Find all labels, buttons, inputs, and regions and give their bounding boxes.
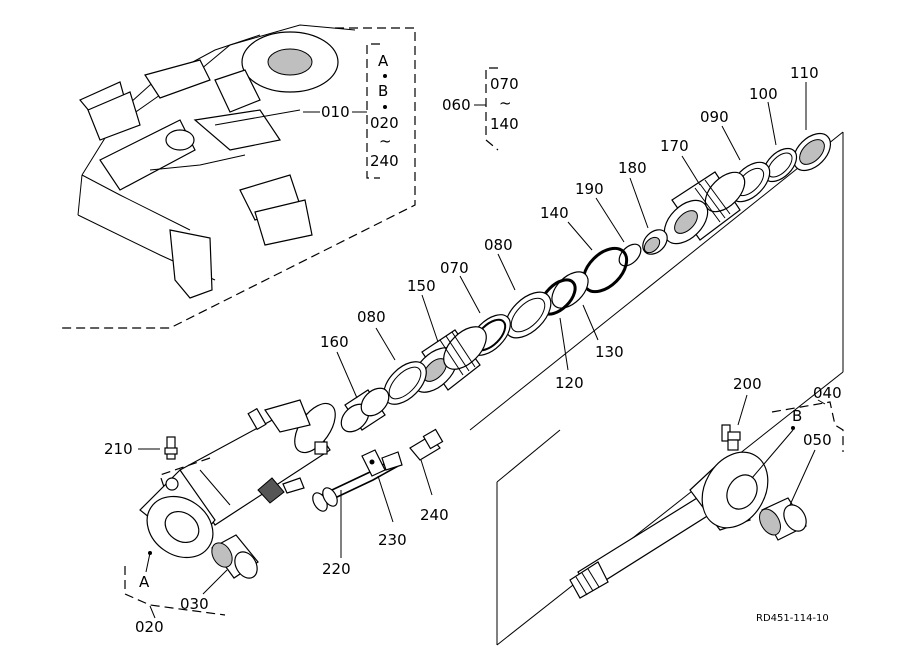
- label-180: 180: [618, 159, 647, 177]
- label-dotB-top: B: [378, 82, 388, 100]
- part-240: [409, 428, 444, 461]
- bracket-060: [485, 67, 499, 151]
- bracket-010: [366, 43, 380, 179]
- label-tilde-top: ~: [379, 132, 392, 150]
- label-050: 050: [803, 431, 832, 449]
- part-080-a: [504, 291, 552, 339]
- label-080-b: 080: [357, 308, 386, 326]
- label-210: 210: [104, 440, 133, 458]
- rod-area-top-edge: [469, 131, 844, 431]
- bracket-020: [124, 566, 226, 616]
- label-220: 220: [322, 560, 351, 578]
- label-160: 160: [320, 333, 349, 351]
- label-140-top: 140: [490, 115, 519, 133]
- part-110: [792, 132, 832, 172]
- label-230: 230: [378, 531, 407, 549]
- machine-frame-drawing: [77, 24, 356, 299]
- label-010: 010: [321, 103, 350, 121]
- label-190: 190: [575, 180, 604, 198]
- label-070: 070: [440, 259, 469, 277]
- figure-code: RD451-114-10: [756, 613, 829, 624]
- label-020-top: 020: [370, 114, 399, 132]
- label-tilde-mid: ~: [499, 94, 512, 112]
- part-180: [642, 229, 668, 255]
- label-140: 140: [540, 204, 569, 222]
- part-030: [211, 534, 259, 579]
- part-160: [340, 387, 390, 433]
- part-200: [721, 424, 741, 451]
- label-240: 240: [420, 506, 449, 524]
- label-120: 120: [555, 374, 584, 392]
- part-150: [412, 326, 487, 393]
- label-markA: A: [139, 573, 150, 591]
- label-110: 110: [790, 64, 819, 82]
- label-150: 150: [407, 277, 436, 295]
- part-210: [164, 436, 178, 460]
- label-240-top: 240: [370, 152, 399, 170]
- label-030: 030: [180, 595, 209, 613]
- bracket-040: [771, 401, 844, 452]
- part-050: [759, 497, 807, 541]
- label-100: 100: [749, 85, 778, 103]
- label-130: 130: [595, 343, 624, 361]
- part-170: [663, 171, 746, 245]
- label-080-a: 080: [484, 236, 513, 254]
- label-020: 020: [135, 618, 164, 636]
- frame-boundary: [60, 27, 416, 329]
- label-060: 060: [442, 96, 471, 114]
- label-070-top: 070: [490, 75, 519, 93]
- piston-rod: [569, 451, 769, 599]
- label-dotA-top: A: [378, 52, 389, 70]
- label-200: 200: [733, 375, 762, 393]
- part-100: [762, 147, 798, 183]
- label-170: 170: [660, 137, 689, 155]
- part-220: [312, 457, 399, 512]
- label-040: 040: [813, 384, 842, 402]
- part-230: [361, 449, 403, 477]
- label-090: 090: [700, 108, 729, 126]
- part-190: [618, 243, 642, 267]
- cylinder-tube: [139, 399, 336, 559]
- label-markB: B: [792, 407, 802, 425]
